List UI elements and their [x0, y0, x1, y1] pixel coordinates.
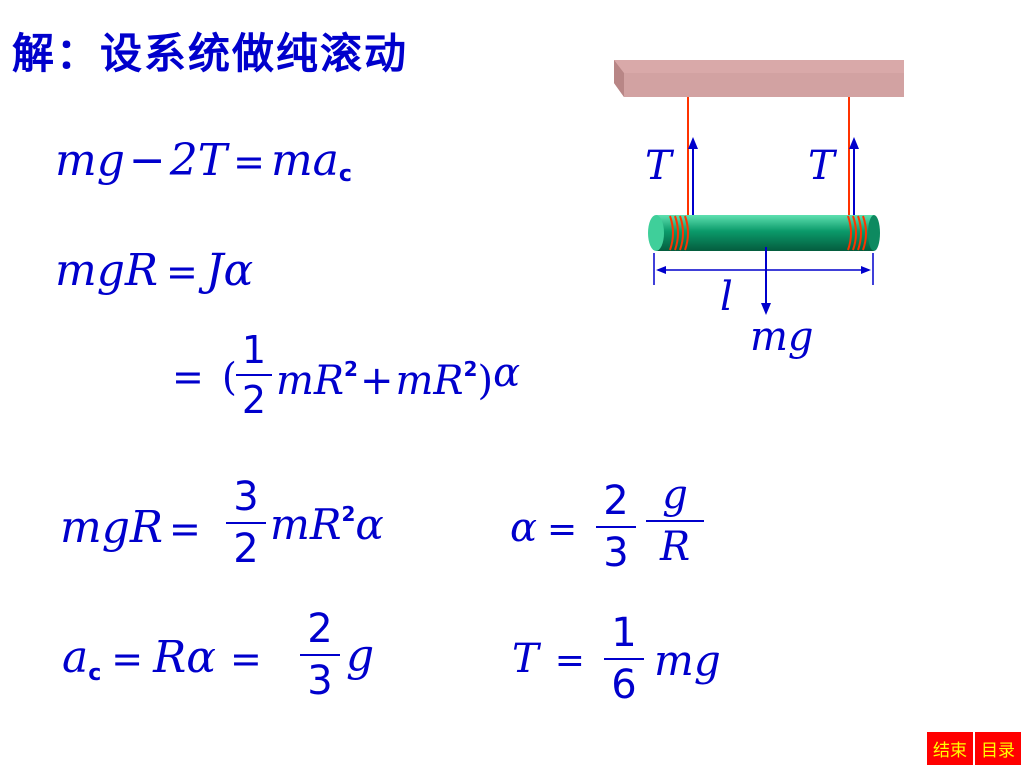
eq3-fraction-bar [236, 374, 272, 376]
eq6-lhs: a [62, 632, 89, 683]
string-coils-right [847, 215, 867, 251]
eq7-equals: = [554, 640, 585, 681]
eq3-term2: mR [395, 358, 464, 404]
eq4-fraction: 3 2 [226, 474, 266, 572]
eq3-sup2: 2 [463, 357, 478, 381]
eq3-lparen: ( [221, 355, 237, 399]
eq4-fraction-bar [226, 522, 266, 524]
eq4-lhs: mgR [60, 502, 164, 553]
equation-tension: T= [512, 636, 585, 682]
eq4-sup: 2 [341, 502, 356, 526]
eq1-equals: = [233, 140, 265, 184]
eq3-numerator: 1 [241, 328, 267, 372]
end-button[interactable]: 结束 [926, 731, 974, 766]
eq5-lhs: α [510, 505, 538, 551]
eq5-equals: = [547, 509, 578, 550]
eq7-numerator: 1 [611, 610, 637, 656]
eq3-denominator: 2 [241, 378, 267, 422]
contents-button[interactable]: 目录 [974, 731, 1022, 766]
eq3-rparen: ) [477, 358, 494, 404]
equation-result-terms: mR2α [270, 500, 384, 549]
equation-force: mg−2T=mac [55, 135, 352, 187]
eq1-rhs: ma [270, 135, 339, 186]
eq7-fraction-bar [604, 658, 644, 660]
eq3-equals: = [172, 355, 204, 399]
equation-inertia-eq: = ( [172, 355, 237, 399]
equation-acceleration-g: g [346, 630, 374, 681]
eq1-two-t: 2T [169, 135, 228, 186]
eq6-mid: Rα [153, 632, 216, 683]
eq6-denominator: 3 [307, 658, 333, 704]
slide-nav: 结束 目录 [926, 731, 1022, 766]
tension-label-left: T [645, 143, 675, 189]
eq2-lhs: mgR [55, 245, 159, 296]
eq6-equals-1: = [111, 637, 144, 681]
tension-arrow-right [849, 137, 859, 218]
length-label: l [720, 274, 733, 320]
weight-arrow [761, 247, 771, 315]
eq6-rhs: g [346, 630, 375, 681]
weight-label: mg [750, 314, 814, 360]
equation-inertia-terms: mR2+mR2)α [276, 350, 520, 404]
eq5-numerator-2: g [662, 472, 688, 518]
eq6-subscript: c [88, 661, 102, 686]
equation-torque: mgR=Jα [55, 245, 253, 296]
equation-result-torque: mgR= [60, 502, 201, 553]
eq5-fraction-2: g R [646, 472, 704, 570]
string-coils-left [669, 215, 689, 251]
eq3-fraction: 1 2 [236, 328, 272, 422]
eq6-numerator: 2 [307, 606, 333, 652]
eq6-fraction-bar [300, 654, 340, 656]
eq6-fraction: 2 3 [300, 606, 340, 704]
eq5-denominator-2: R [659, 524, 691, 570]
eq7-fraction: 1 6 [604, 610, 644, 708]
length-dimension [653, 253, 874, 285]
eq1-lhs: mg [55, 135, 125, 186]
slide-title: 解：设系统做纯滚动 [12, 29, 409, 78]
eq7-lhs: T [512, 636, 539, 682]
eq1-minus: − [128, 135, 166, 186]
equation-alpha: α= [510, 505, 577, 551]
eq4-numerator: 3 [233, 474, 259, 520]
eq2-rhs: Jα [205, 245, 254, 296]
eq5-denominator-1: 3 [603, 530, 629, 576]
equation-acceleration: ac=Rα= [62, 632, 262, 686]
eq2-equals: = [166, 250, 198, 294]
eq3-alpha: α [493, 350, 521, 396]
rod-cylinder [648, 215, 880, 251]
eq5-numerator-1: 2 [603, 478, 629, 524]
eq7-rhs: mg [654, 636, 721, 685]
eq5-fraction-bar-1 [596, 526, 636, 528]
eq5-fraction-1: 2 3 [596, 478, 636, 576]
eq3-plus: + [359, 358, 394, 404]
eq4-term: mR [270, 500, 342, 549]
eq4-alpha: α [355, 500, 384, 549]
eq5-fraction-bar-2 [646, 520, 704, 522]
rod-pulley-diagram: T T l mg [614, 60, 904, 360]
tension-label-right: T [808, 143, 838, 189]
eq7-denominator: 6 [611, 662, 637, 708]
eq1-subscript: c [338, 162, 352, 187]
equation-tension-rhs: mg [654, 636, 721, 685]
eq3-term1: mR [276, 358, 345, 404]
tension-arrow-left [688, 137, 698, 218]
ceiling-slab [614, 60, 904, 97]
eq6-equals-2: = [229, 637, 262, 681]
eq4-denominator: 2 [233, 526, 259, 572]
eq4-equals: = [169, 507, 201, 551]
eq3-sup1: 2 [344, 357, 358, 381]
